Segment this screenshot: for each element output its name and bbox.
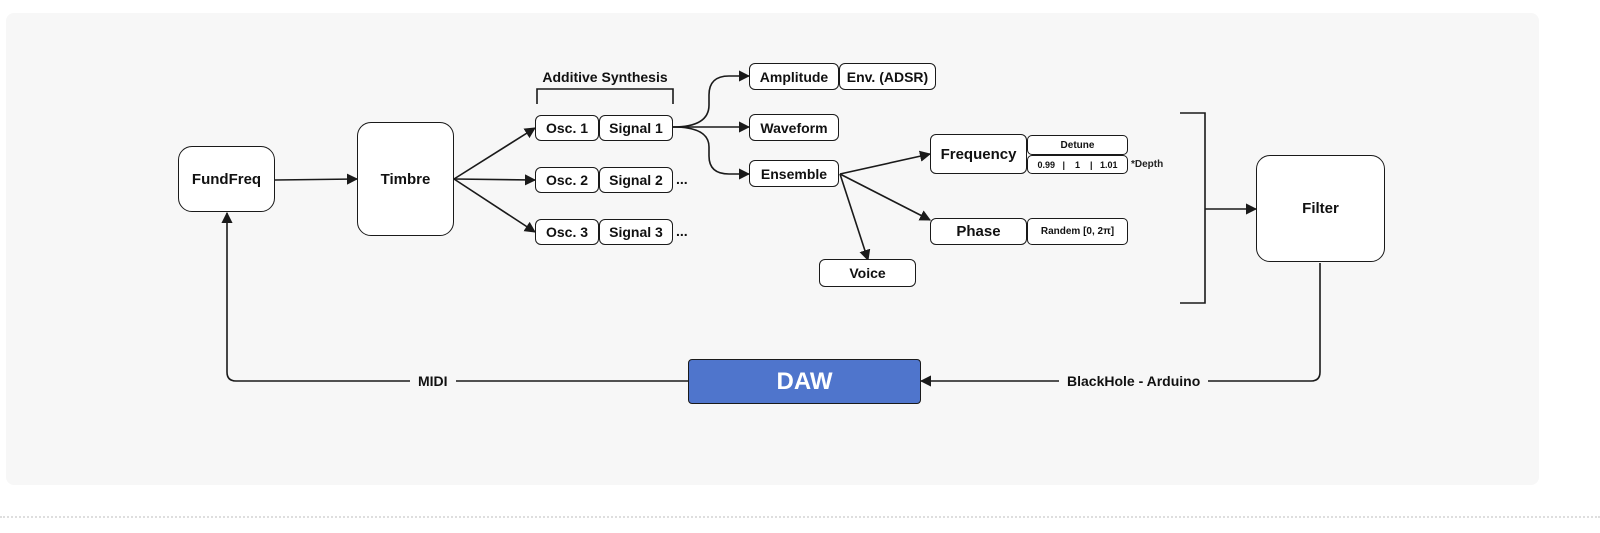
bottom-dotted-divider: [0, 516, 1600, 518]
arrow-ensemble-frequency: [839, 150, 932, 175]
signal2-node: Signal 2: [599, 167, 673, 193]
arrow-daw-fundfreq: [221, 211, 688, 382]
arrow-fundfreq-timbre: [274, 173, 359, 185]
osc1-node: Osc. 1: [535, 115, 599, 141]
fundfreq-node: FundFreq: [178, 146, 275, 212]
arrow-timbre-osc3: [453, 178, 536, 233]
daw-node: DAW: [688, 359, 921, 404]
phase-value-node: Randem [0, 2π]: [1027, 218, 1128, 245]
arrow-ensemble-voice: [839, 173, 871, 262]
phase-node: Phase: [930, 218, 1027, 245]
env-adsr-node: Env. (ADSR): [839, 63, 936, 90]
additive-bracket: [536, 88, 674, 104]
frequency-node: Frequency: [930, 134, 1027, 174]
additive-synthesis-title: Additive Synthesis: [542, 69, 668, 85]
signal3-node: Signal 3: [599, 219, 673, 245]
osc3-node: Osc. 3: [535, 219, 599, 245]
blackhole-arduino-label: BlackHole - Arduino: [1059, 372, 1209, 390]
timbre-node: Timbre: [357, 122, 454, 236]
depth-note: *Depth: [1131, 159, 1164, 170]
waveform-node: Waveform: [749, 114, 839, 141]
voice-node: Voice: [819, 259, 916, 287]
signal3-ellipsis: ...: [676, 223, 688, 239]
midi-label: MIDI: [410, 372, 456, 390]
filter-node: Filter: [1256, 155, 1385, 262]
detune-node: Detune: [1027, 135, 1128, 155]
detune-values-node: 0.99 | 1 | 1.01: [1027, 155, 1128, 174]
amplitude-node: Amplitude: [749, 63, 839, 90]
arrow-timbre-osc1: [453, 127, 536, 180]
ensemble-node: Ensemble: [749, 160, 839, 187]
arrow-filter-daw: [919, 263, 1321, 387]
arrow-timbre-osc2: [453, 174, 537, 186]
osc2-node: Osc. 2: [535, 167, 599, 193]
right-bracket: [1180, 112, 1206, 304]
arrow-ensemble-phase: [839, 173, 931, 221]
signal1-node: Signal 1: [599, 115, 673, 141]
signal2-ellipsis: ...: [676, 171, 688, 187]
arrow-signal1-amplitude: [672, 70, 751, 128]
arrow-signal1-ensemble: [672, 126, 751, 180]
